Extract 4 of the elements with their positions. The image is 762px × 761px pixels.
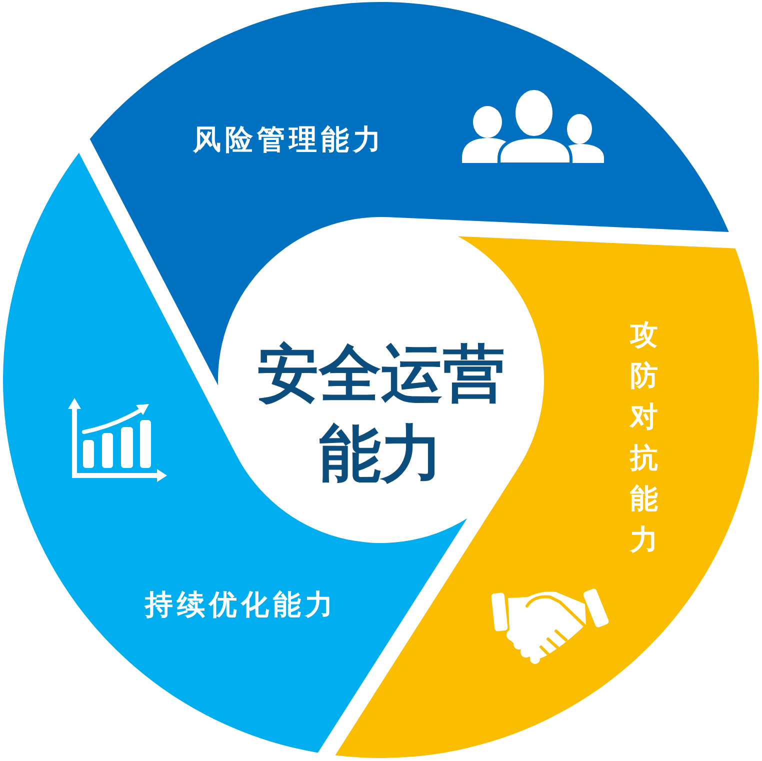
segment-label: 持续优化能力 bbox=[145, 588, 337, 622]
segment-label: 攻防对抗能力 bbox=[630, 317, 658, 558]
center-title: 安全运营能力 bbox=[256, 336, 506, 492]
segment-label: 风险管理能力 bbox=[193, 123, 385, 157]
